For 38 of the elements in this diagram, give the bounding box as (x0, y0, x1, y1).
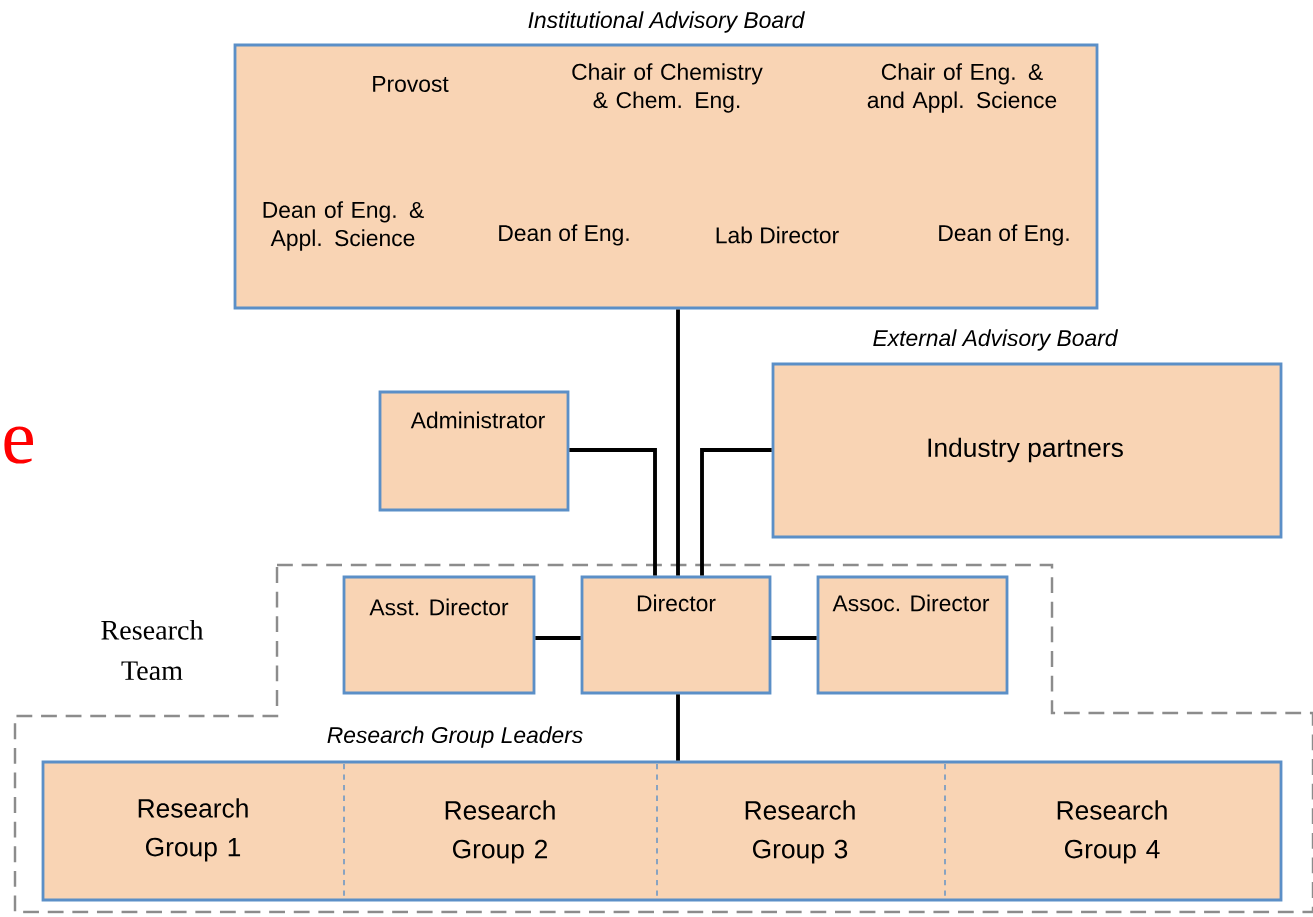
role-box (771, 329, 1283, 539)
cut-off-letter: e (4, 426, 33, 464)
board-heading: Institutional Advisory Board (528, 11, 805, 33)
role-box (378, 390, 570, 512)
board-heading: Research Group Leaders (327, 726, 583, 748)
connector-line (535, 636, 581, 640)
group-cell (656, 763, 855, 899)
role-label: Chair of Eng. & and Appl. Science (867, 63, 1057, 113)
connector-line (771, 636, 817, 640)
connector-line (676, 694, 680, 761)
role-label: Provost (373, 76, 449, 92)
role-label: Director (637, 594, 716, 612)
role-box (41, 726, 1283, 902)
role-box (580, 575, 772, 695)
role-label: Chair of Chemistry & Chem. Eng. (572, 63, 763, 113)
role-label: Administrator (410, 411, 545, 429)
role-label: Dean of Eng. & Appl. Science (263, 201, 424, 251)
role-label: Dean of Eng. (939, 224, 1069, 246)
role-label: Research Group 4 (1057, 800, 1167, 864)
board-heading: External Advisory Board (873, 329, 1119, 351)
role-label: Research Group 3 (745, 800, 855, 864)
role-box (233, 11, 1099, 310)
role-label: Assoc. Director (832, 594, 990, 612)
connector-line (700, 448, 772, 576)
role-label: Research Group 2 (445, 800, 555, 864)
role-label: Lab Director (716, 226, 839, 244)
role-label: Dean of Eng. (499, 224, 629, 246)
role-box (816, 575, 1009, 695)
role-box (342, 575, 536, 695)
group-cell (343, 763, 555, 899)
connector-line (676, 309, 680, 576)
role-label: Asst. Director (369, 598, 509, 616)
connector-line (569, 448, 657, 576)
role-label: Research Group 1 (138, 798, 248, 862)
group-cell (944, 763, 1167, 899)
role-label: Industry partners (928, 437, 1123, 463)
region-label: Research Team (101, 619, 204, 681)
dashed-region (13, 563, 1313, 914)
